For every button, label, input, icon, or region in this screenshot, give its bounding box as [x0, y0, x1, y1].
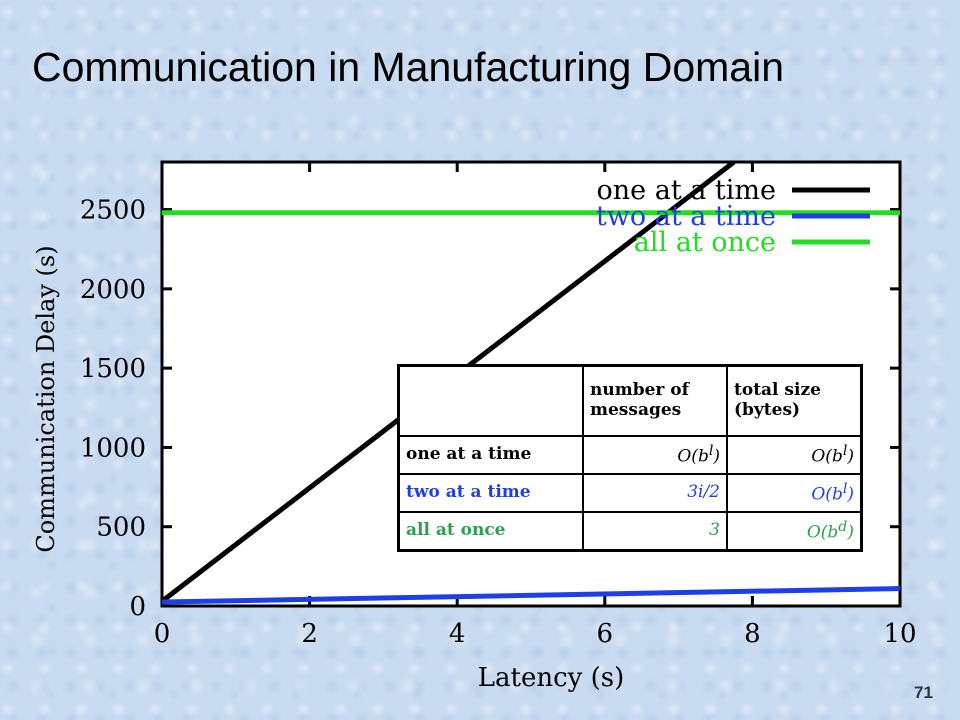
slide-number: 71 — [914, 683, 933, 702]
y-tick-label: 2000 — [80, 275, 146, 305]
x-tick-label: 0 — [154, 619, 171, 649]
table-header-size: total size (bytes) — [726, 364, 863, 437]
complexity-table: number of messages total size (bytes) on… — [397, 364, 863, 552]
table-cell-messages: 3 — [582, 511, 728, 552]
slide-title: Communication in Manufacturing Domain — [32, 44, 785, 90]
series-line-1 — [162, 586, 900, 605]
table-cell-size: O(bl) — [726, 473, 863, 513]
x-tick-label: 6 — [597, 619, 614, 649]
table-header-messages: number of messages — [582, 364, 728, 437]
legend-label-0: one at a time — [597, 175, 776, 206]
x-tick-label: 10 — [883, 619, 916, 649]
table-cell-messages: 3i/2 — [582, 473, 728, 513]
y-tick-label: 0 — [129, 592, 146, 622]
y-axis-label: Communication Delay (s) — [32, 245, 60, 552]
legend-label-2: all at once — [634, 227, 776, 258]
y-tick-label: 2500 — [80, 196, 146, 226]
table-row-label: all at once — [397, 511, 584, 552]
x-tick-label: 4 — [449, 619, 466, 649]
x-tick-label: 2 — [301, 619, 318, 649]
y-tick-label: 500 — [96, 513, 146, 543]
legend-label-1: two at a time — [596, 201, 776, 232]
x-tick-label: 8 — [744, 619, 761, 649]
table-cell-messages: O(bl) — [582, 435, 728, 475]
y-tick-label: 1500 — [80, 354, 146, 384]
y-tick-label: 1000 — [80, 433, 146, 463]
table-header-row: number of messages total size (bytes) — [397, 364, 863, 437]
table-cell-size: O(bd) — [726, 511, 863, 552]
x-axis-label: Latency (s) — [478, 663, 625, 693]
table-row-label: one at a time — [397, 435, 584, 475]
table-header-corner — [397, 364, 584, 437]
table-row-label: two at a time — [397, 473, 584, 513]
table-cell-size: O(bl) — [726, 435, 863, 475]
